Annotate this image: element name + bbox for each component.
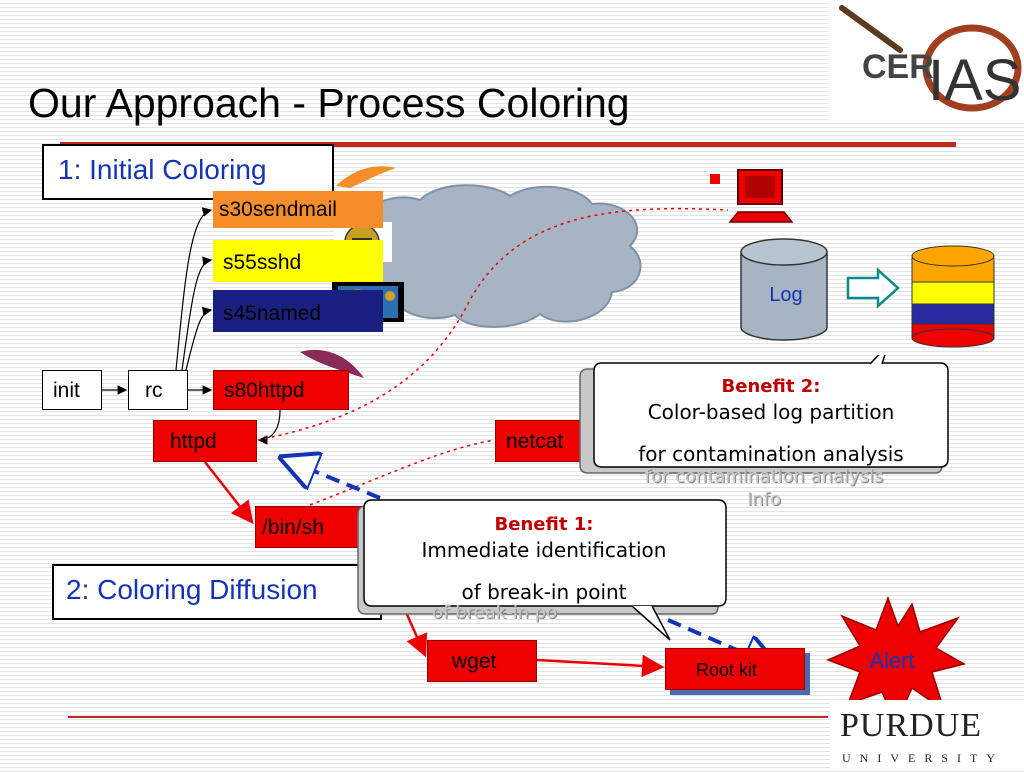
- cerias-logo-text-right: IAS: [928, 48, 1022, 113]
- arrow-httpd-binsh: [204, 461, 254, 524]
- benefit2-shadow-text: for contamination analysis Info: [604, 466, 924, 510]
- process-init: init: [42, 370, 102, 410]
- benefit1-line1: Immediate identification: [421, 538, 667, 562]
- service-named: s45named: [213, 290, 383, 332]
- log-label: Log: [769, 284, 803, 306]
- arrow-rc-named: [185, 306, 213, 371]
- trace-back-arrow: [282, 458, 381, 500]
- step-coloring-diffusion: 2: Coloring Diffusion: [52, 564, 382, 620]
- footer-divider: [68, 716, 828, 718]
- cerias-logo: CER IAS: [828, 0, 1024, 122]
- cerias-logo-text-left: CER: [862, 48, 934, 86]
- benefit1-line2: of break-in point: [461, 580, 627, 604]
- benefit2-line1: Color-based log partition: [647, 400, 895, 424]
- cerias-logo-graphic: CER IAS: [839, 5, 1022, 113]
- benefit1-callout: Benefit 1: Immediate identification of b…: [368, 514, 720, 604]
- arrow-wget-rootkit: [536, 654, 665, 678]
- process-wget: wget: [427, 640, 537, 682]
- partitioned-log-stack: [911, 245, 995, 348]
- magnifier-handle: [839, 5, 903, 53]
- process-binsh: /bin/sh: [255, 506, 367, 548]
- benefit2-line2: for contamination analysis: [638, 442, 904, 466]
- arrow-rc-sshd: [181, 256, 213, 371]
- benefit2-shadow-tail: Info: [746, 489, 782, 510]
- service-httpd: s80httpd: [213, 370, 349, 410]
- slide-title: Our Approach - Process Coloring: [28, 80, 630, 126]
- service-sendmail: s30sendmail: [213, 191, 383, 228]
- purdue-logo: PURDUE UNIVERSITY: [830, 700, 1024, 768]
- attacker-computer-icon: [710, 169, 794, 223]
- step-initial-coloring: 1: Initial Coloring: [42, 144, 334, 200]
- benefit1-title: Benefit 1:: [494, 514, 594, 535]
- purdue-logo-sub: UNIVERSITY: [842, 751, 1004, 765]
- process-netcat: netcat: [495, 420, 585, 462]
- benefit2-callout: Benefit 2: Color-based log partition for…: [596, 376, 946, 466]
- arrow-svc-to-httpd: [257, 409, 281, 445]
- service-sshd: s55sshd: [213, 240, 383, 282]
- sendmail-bird-icon: [336, 166, 396, 188]
- benefit2-callout-shape: [579, 355, 949, 474]
- process-httpd: httpd: [153, 420, 257, 462]
- log-cylinder: [740, 238, 828, 341]
- attack-path-remote: [257, 207, 729, 441]
- alert-label: Alert: [869, 648, 915, 673]
- magnifier-ring: [922, 24, 1022, 112]
- attack-path-netcat: [309, 439, 495, 506]
- benefit2-shadow-line: for contamination analysis: [644, 466, 884, 487]
- purdue-logo-name: PURDUE: [840, 707, 982, 744]
- process-rc: rc: [128, 370, 188, 410]
- purdue-logo-graphic: PURDUE UNIVERSITY: [840, 707, 1004, 765]
- benefit1-shadow-line: of break-in po: [432, 602, 558, 623]
- partition-arrow: [846, 267, 900, 309]
- benefit2-title: Benefit 2:: [721, 376, 821, 397]
- process-rootkit: Root kit: [665, 648, 805, 690]
- title-divider: [60, 142, 956, 147]
- arrow-rc-sendmail: [175, 207, 213, 371]
- alert-starburst: [826, 595, 966, 726]
- arrow-to-wget: [403, 609, 428, 658]
- benefit1-callout-shape: [357, 499, 727, 641]
